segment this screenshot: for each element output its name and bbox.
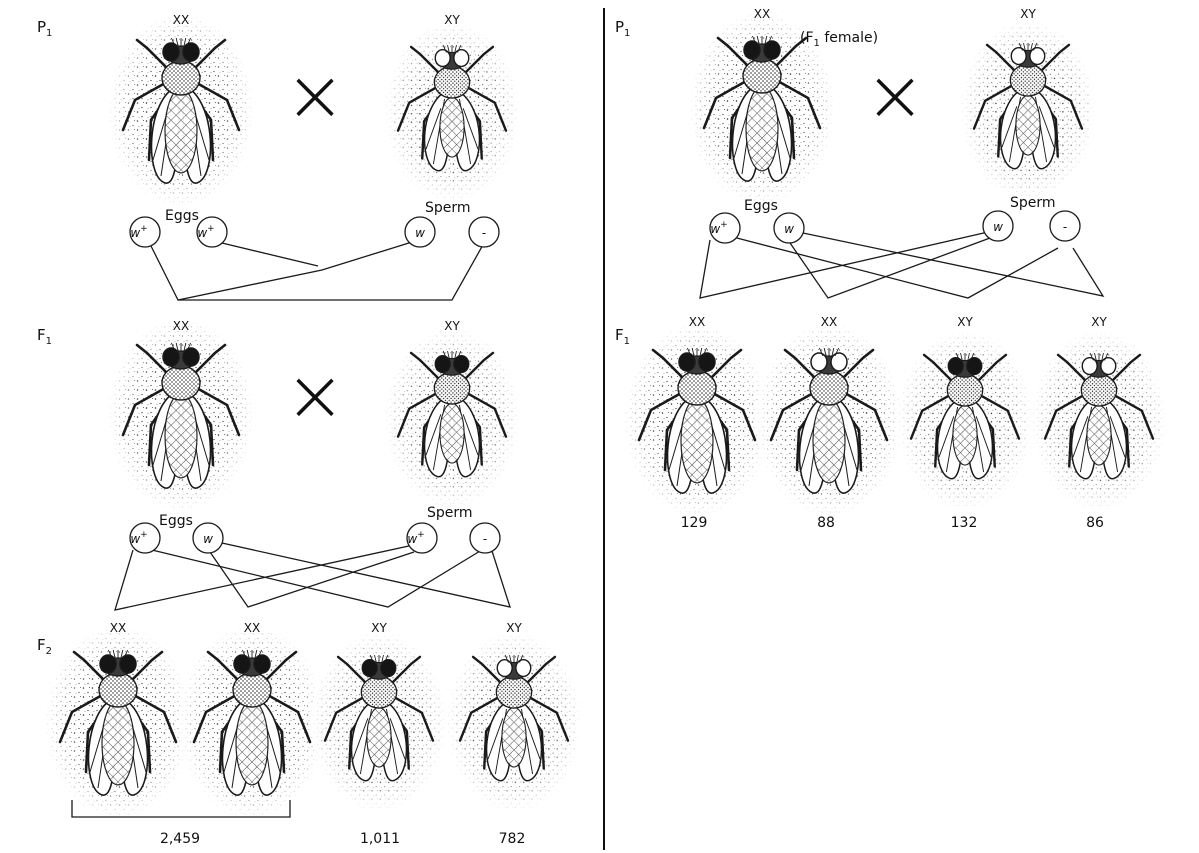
gen-label-p1-right: P1 [615,18,630,39]
sperm-label: Sperm [425,200,471,216]
gamete-sperm-y: - [469,522,501,554]
cross-symbol: × [865,53,925,137]
count-f1-red-females: 129 [681,515,708,531]
fly-female-white-eye [756,323,902,517]
fly-male-white-eye [1031,329,1167,511]
fly-male-red-eye [384,327,520,509]
sex-label-xy: XY [506,621,522,635]
sperm-label: Sperm [1010,195,1056,211]
svg-text:w+: w+ [197,224,214,240]
gamete-egg-wplus: w+ [709,212,741,244]
sex-label-xx: XX [244,621,260,635]
gamete-lines-left-f1 [114,542,511,611]
count-f2-white-males: 782 [499,831,526,847]
gamete-sperm-w: w [404,216,436,248]
fly-male-white-eye [960,19,1096,201]
svg-text:w: w [415,226,425,240]
svg-text:w+: w+ [710,220,727,236]
sex-label-xx: XX [110,621,126,635]
fly-male-white-eye [446,631,582,813]
svg-text:w: w [203,532,213,546]
svg-text:w: w [784,222,794,236]
eggs-label: Eggs [744,198,778,214]
sperm-label: Sperm [427,505,473,521]
eggs-label: Eggs [159,513,193,529]
gamete-egg-w: w [773,212,805,244]
fly-female-red-eye [179,625,325,819]
sex-label-xx: XX [754,7,770,21]
svg-text:-: - [483,532,487,546]
svg-text:w+: w+ [407,530,424,546]
gamete-sperm-wplus: w+ [406,522,438,554]
sex-label-xy: XY [1091,315,1107,329]
svg-text:w+: w+ [130,224,147,240]
gamete-lines-left-p1 [149,241,485,301]
fly-female-red-eye [624,323,770,517]
count-f2-females: 2,459 [160,831,200,847]
sex-label-xy: XY [444,319,460,333]
gamete-egg-wplus: w+ [129,216,161,248]
fly-female-red-eye [689,11,835,205]
sex-label-xy: XY [444,13,460,27]
flies-layer [45,11,1167,819]
gen-label-f1-right: F1 [615,326,630,347]
sex-label-xx: XX [821,315,837,329]
svg-text:-: - [1063,220,1067,234]
cross-symbol: × [285,353,345,437]
gamete-egg-wplus: w+ [129,522,161,554]
cross-symbol: × [285,53,345,137]
fly-male-white-eye [384,21,520,203]
svg-text:w+: w+ [130,530,147,546]
fly-male-red-eye [897,329,1033,511]
gamete-sperm-w: w [982,210,1014,242]
gen-label-f2-left: F2 [37,636,52,657]
gamete-lines-right-p1 [699,231,1105,299]
sex-label-xy: XY [1020,7,1036,21]
f2-female-bracket [71,800,291,818]
fly-female-red-eye [108,318,254,512]
svg-text:w: w [993,220,1003,234]
gen-label-f1-left: F1 [37,326,52,347]
gamete-egg-wplus: w+ [196,216,228,248]
count-f1-white-females: 88 [817,515,835,531]
gen-label-p1-left: P1 [37,18,52,39]
count-f1-white-males: 86 [1086,515,1104,531]
fly-male-red-eye [311,631,447,813]
gamete-sperm-y: - [468,216,500,248]
count-f1-red-males: 132 [951,515,978,531]
gamete-egg-w: w [192,522,224,554]
sex-label-xx: XX [173,319,189,333]
sex-label-xx: XX [173,13,189,27]
svg-text:-: - [482,226,486,240]
sex-label-xx: XX [689,315,705,329]
gamete-sperm-y: - [1049,210,1081,242]
fly-female-red-eye [45,625,191,819]
sex-label-xy: XY [371,621,387,635]
fly-female-red-eye [108,13,254,207]
eggs-label: Eggs [165,208,199,224]
sex-label-xy: XY [957,315,973,329]
f1-female-note: (F1 female) [800,30,878,49]
count-f2-red-males: 1,011 [360,831,400,847]
